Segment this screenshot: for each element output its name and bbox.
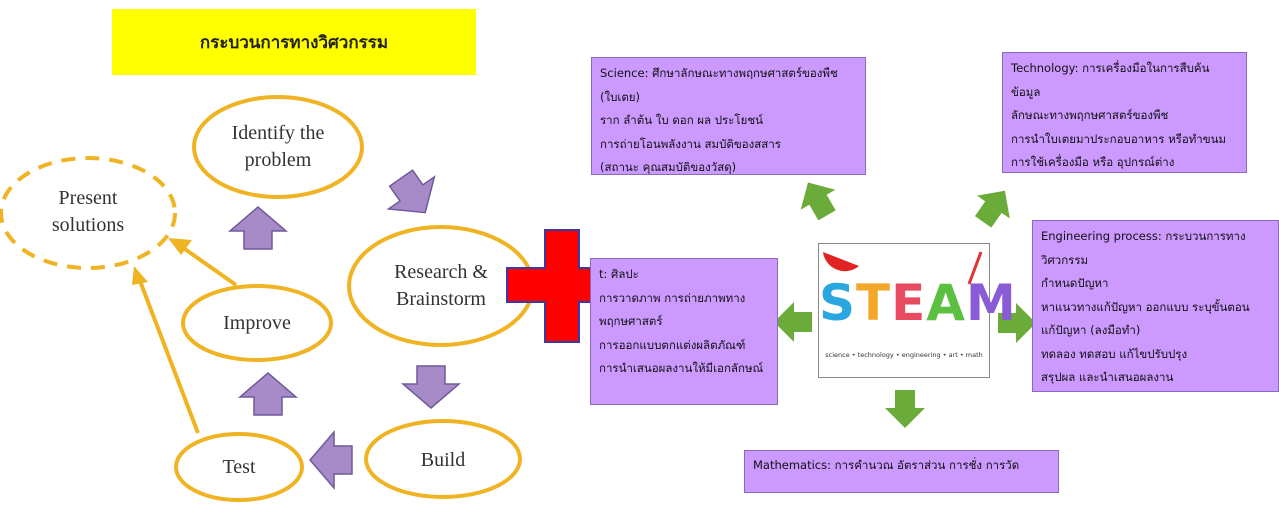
test-to-present-arrowhead [132, 266, 148, 285]
improve-to-present-arrowhead [168, 238, 192, 255]
title-text: กระบวนการทางวิศวกรรม [199, 32, 389, 53]
steam-decor [823, 251, 983, 285]
identify-ellipse [192, 95, 364, 199]
test-ellipse [174, 432, 304, 502]
steam-red-shape [823, 252, 859, 272]
arrow-to-science [800, 182, 836, 221]
plus-sign [506, 229, 620, 343]
build-label: Build [420, 448, 466, 471]
arrow-to-art [774, 302, 812, 342]
research-to-build-arrow [400, 365, 462, 409]
improve-to-identify-arrow [227, 206, 289, 250]
identify-to-research-arrow [386, 169, 436, 214]
test-to-present-line [138, 280, 200, 434]
technology-box: Technology: การเครื่องมือในการสืบค้นข้อม… [1002, 52, 1247, 173]
test-label: Test [222, 455, 256, 478]
improve-to-present-line [180, 245, 238, 287]
identify-label: Identify the problem [231, 122, 325, 171]
steam-logo: STEAM science • technology • engineering… [818, 243, 1017, 378]
present-ellipse [0, 156, 177, 270]
steam-tagline: science • technology • engineering • art… [825, 351, 983, 359]
arrow-to-math [885, 390, 925, 428]
test-to-improve-arrow [237, 372, 299, 416]
present-label: Present solutions [51, 187, 125, 236]
build-to-test-arrow [309, 429, 353, 491]
science-box: Science: ศึกษาลักษณะทางพฤกษศาสตร์ของพืช … [591, 57, 866, 175]
research-label: Research & Brainstorm [394, 261, 488, 310]
steam-pencil [967, 251, 983, 285]
improve-label: Improve [223, 311, 291, 334]
title-box: กระบวนการทางวิศวกรรม [112, 9, 476, 75]
improve-ellipse [181, 284, 333, 362]
math-box: Mathematics: การคำนวณ อัตราส่วน การชั่ง … [744, 450, 1059, 493]
arrow-to-engineering [998, 303, 1036, 343]
arrow-to-technology [974, 190, 1010, 228]
art-box: t: ศิลปะ การวาดภาพ การถ่ายภาพทาง พฤกษศาส… [590, 258, 778, 405]
steam-word: STEAM [819, 274, 1017, 332]
build-ellipse [364, 419, 522, 499]
engineering-box: Engineering process: กระบวนการทางวิศวกรร… [1032, 220, 1279, 392]
